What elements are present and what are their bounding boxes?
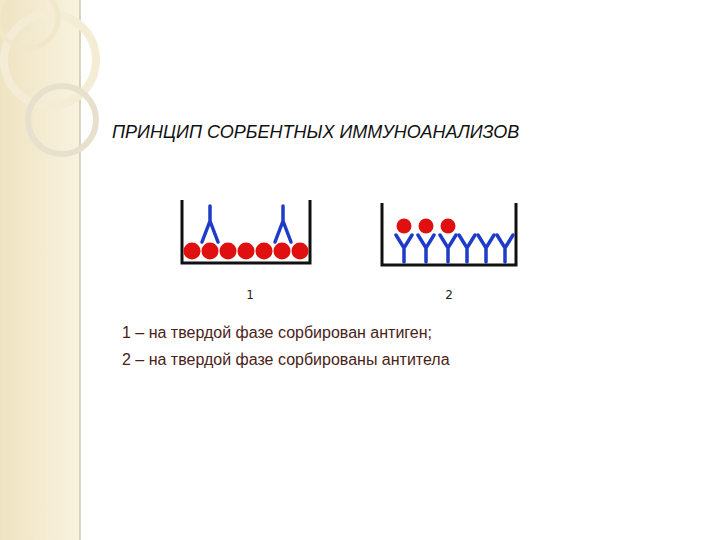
slide-title: ПРИНЦИП СОРБЕНТНЫХ ИММУНОАНАЛИЗОВ — [112, 122, 519, 143]
deco-ring — [0, 0, 58, 48]
note-line: 2 – на твердой фазе сорбированы антитела — [122, 351, 450, 369]
callout-number: 2 — [445, 288, 453, 302]
well-antibody — [382, 203, 516, 265]
well-antigen — [182, 200, 310, 263]
note-line: 1 – на твердой фазе сорбирован антиген; — [122, 324, 432, 342]
deco-ring — [28, 86, 96, 154]
callout-number: 1 — [246, 288, 254, 302]
strip-border — [79, 0, 81, 540]
